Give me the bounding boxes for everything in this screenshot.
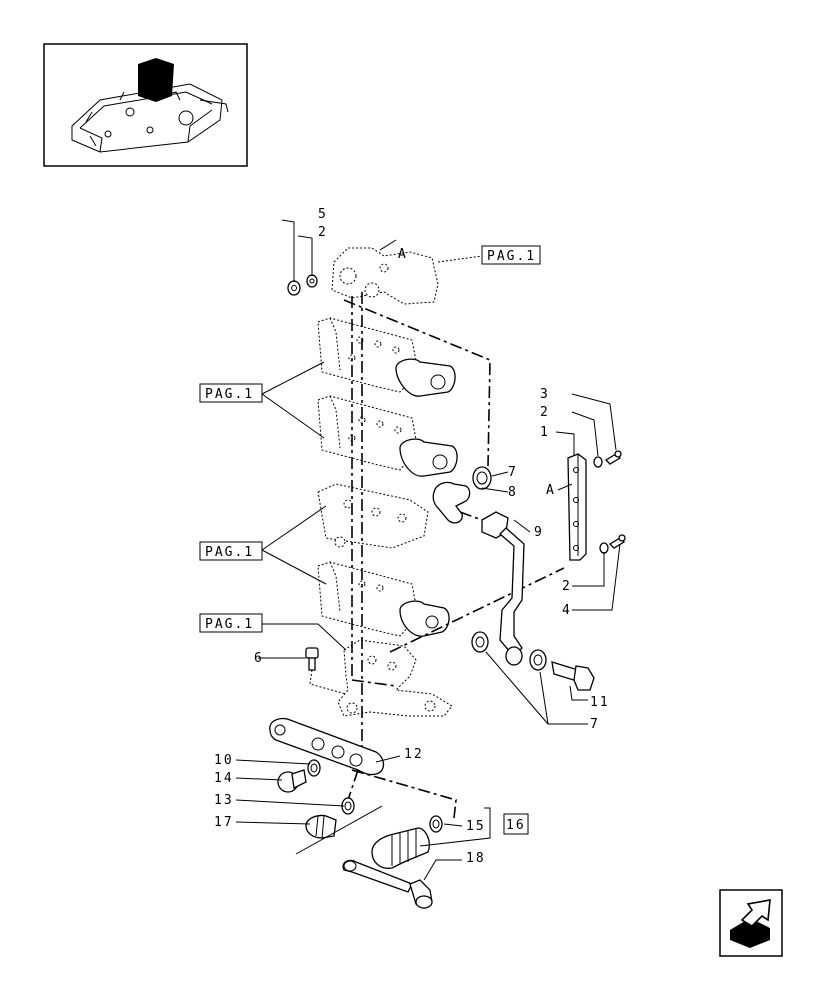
callout-A-right: A [546, 483, 556, 498]
callout-17: 17 [214, 815, 234, 830]
pag-1-reference-top[interactable]: PAG.1 [481, 245, 541, 265]
part-2-washer-right-top[interactable] [593, 456, 603, 468]
part-7-seal-lower-b[interactable] [529, 649, 547, 671]
highlighted-component-block [138, 58, 174, 102]
part-11-banjo-bolt[interactable] [551, 661, 595, 691]
leader-lines [235, 219, 621, 881]
callout-A-top: A [398, 247, 408, 262]
locator-thumbnail[interactable] [43, 43, 248, 167]
reference-16-label: 16 [506, 818, 526, 833]
callout-2: 2 [318, 225, 328, 240]
callout-7-upper: 7 [508, 465, 518, 480]
part-17-threaded-pin[interactable] [305, 814, 337, 839]
callout-4: 4 [562, 603, 572, 618]
part-18-lever-rod[interactable] [342, 859, 433, 909]
callout-12: 12 [404, 747, 424, 762]
pag-1-reference-c[interactable]: PAG.1 [199, 613, 263, 633]
pag-1-label-c: PAG.1 [205, 617, 254, 632]
part-2-washer-right-bottom[interactable] [599, 542, 609, 554]
next-page-arrow-icon[interactable] [719, 889, 783, 957]
part-5-nut[interactable] [287, 280, 301, 296]
part-1-support-bracket[interactable] [567, 453, 587, 561]
callout-11: 11 [590, 695, 610, 710]
pag-1-label-b: PAG.1 [205, 545, 254, 560]
callout-6: 6 [254, 651, 264, 666]
pag-1-label-a: PAG.1 [205, 387, 254, 402]
part-10-washer[interactable] [307, 759, 321, 777]
part-15-o-ring[interactable] [429, 815, 443, 833]
callout-5: 5 [318, 207, 328, 222]
callout-9: 9 [534, 525, 544, 540]
tractor-lift-thumbnail-image [71, 83, 229, 153]
part-14-pin[interactable] [277, 769, 307, 793]
callout-labels: 5 2 A PAG.1 3 2 1 A PAG.1 7 8 9 PAG.1 2 … [199, 207, 610, 866]
callout-15: 15 [466, 819, 486, 834]
callout-10: 10 [214, 753, 234, 768]
part-8-elbow-fitting[interactable] [432, 481, 471, 524]
pag-1-reference-a[interactable]: PAG.1 [199, 383, 263, 403]
callout-14: 14 [214, 771, 234, 786]
callout-8: 8 [508, 485, 518, 500]
callout-18: 18 [466, 851, 486, 866]
valve-stack-assembly [317, 247, 458, 717]
part-3-screw-top[interactable] [604, 450, 622, 465]
callout-3: 3 [540, 387, 550, 402]
callout-13: 13 [214, 793, 234, 808]
part-9-oil-pipe[interactable] [481, 511, 525, 666]
reference-box-16[interactable]: 16 [503, 813, 529, 835]
callout-1: 1 [540, 425, 550, 440]
part-13-washer[interactable] [341, 797, 355, 815]
part-7-seal-upper[interactable] [472, 466, 492, 490]
assembly-axis-lines [343, 292, 565, 819]
part-12-lever-link-plate[interactable] [269, 717, 385, 776]
section-cut-line [295, 805, 383, 855]
part-16-control-spool[interactable] [371, 827, 430, 869]
pag-1-reference-b[interactable]: PAG.1 [199, 541, 263, 561]
pag-1-label-top: PAG.1 [487, 249, 536, 264]
callout-2-right-bottom: 2 [562, 579, 572, 594]
callout-2-right-top: 2 [540, 405, 550, 420]
part-2-washer-top[interactable] [306, 274, 318, 288]
callout-7-lower: 7 [590, 717, 600, 732]
part-6-bolt[interactable] [305, 647, 319, 671]
part-7-seal-lower-a[interactable] [471, 631, 489, 653]
part-4-screw-bottom[interactable] [608, 534, 626, 549]
